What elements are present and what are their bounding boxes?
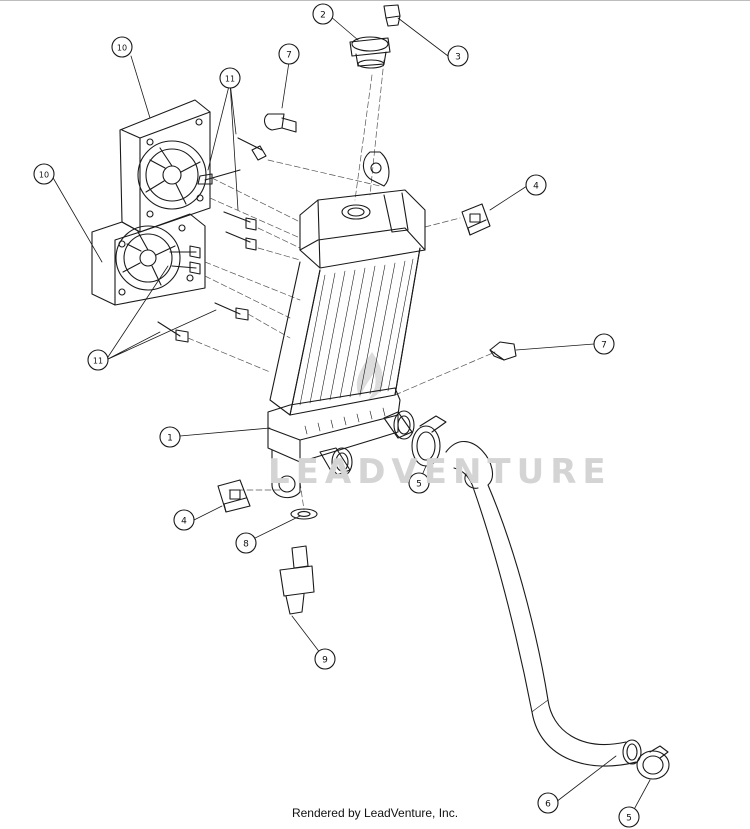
washer — [290, 508, 318, 520]
callout-8: 8 — [235, 532, 257, 554]
bleed-screw — [383, 4, 401, 27]
svg-text:7: 7 — [601, 341, 607, 351]
svg-text:10: 10 — [117, 44, 127, 53]
svg-text:11: 11 — [225, 75, 235, 84]
svg-text:7: 7 — [286, 51, 292, 61]
callout-5-lower: 5 — [618, 806, 640, 828]
svg-text:9: 9 — [322, 656, 328, 666]
svg-text:4: 4 — [181, 517, 187, 527]
callout-4-upper: 4 — [525, 174, 547, 196]
callout-11-lower: 11 — [87, 349, 109, 371]
svg-text:5: 5 — [416, 480, 422, 490]
svg-text:11: 11 — [93, 357, 103, 366]
svg-text:8: 8 — [243, 540, 249, 550]
alignment-lines — [187, 59, 496, 511]
svg-text:1: 1 — [167, 434, 173, 444]
svg-text:10: 10 — [39, 171, 49, 180]
clip-nut-upper — [461, 203, 491, 236]
callout-10-upper: 10 — [111, 36, 133, 58]
callout-6: 6 — [537, 792, 559, 814]
callout-5-upper: 5 — [408, 472, 430, 494]
watermark-text: LEADVENTURE — [268, 452, 612, 492]
clip-nut-lower — [217, 479, 251, 513]
radiator-core — [267, 151, 426, 499]
callout-1: 1 — [159, 426, 181, 448]
callout-9: 9 — [314, 648, 336, 670]
fan-assembly-upper — [119, 99, 211, 233]
svg-text:4: 4 — [533, 182, 539, 192]
svg-text:5: 5 — [626, 814, 632, 824]
callout-7-right: 7 — [593, 333, 615, 355]
hose-clamp-lower — [636, 745, 670, 780]
callout-7-upper: 7 — [278, 43, 300, 65]
svg-text:6: 6 — [545, 800, 551, 810]
top-border — [0, 0, 750, 1]
mounting-bolt-right — [489, 341, 517, 361]
callout-3: 3 — [447, 45, 469, 67]
leader-lines — [51, 15, 651, 816]
fan-assembly-lower — [91, 213, 206, 306]
radiator-cap — [349, 36, 391, 69]
coolant-hose — [445, 441, 642, 767]
footer-credit: Rendered by LeadVenture, Inc. — [291, 806, 459, 820]
svg-text:2: 2 — [320, 11, 326, 21]
fan-switch — [279, 545, 315, 615]
callout-11-upper: 11 — [219, 67, 241, 89]
svg-text:3: 3 — [455, 53, 461, 63]
fan-bolts — [157, 137, 267, 343]
callout-4-lower: 4 — [173, 509, 195, 531]
watermark-flame-icon — [356, 352, 384, 400]
mounting-bolt-upper — [263, 113, 297, 133]
callout-2: 2 — [312, 3, 334, 25]
callout-10-lower: 10 — [33, 163, 55, 185]
